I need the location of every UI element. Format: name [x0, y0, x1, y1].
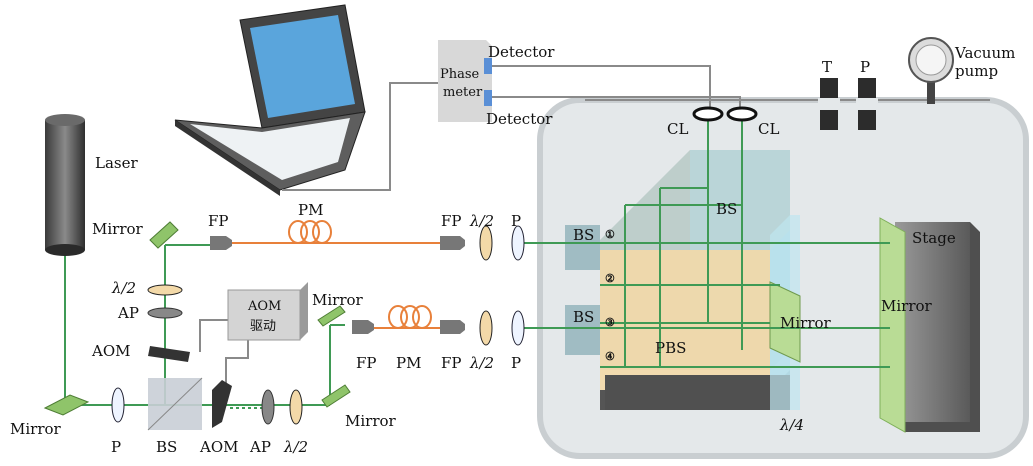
bs-bottom-label: BS — [156, 438, 177, 456]
mirror-top-left — [149, 221, 179, 249]
fiber-coupler-1 — [210, 236, 232, 250]
p-bottom-label: P — [511, 354, 521, 372]
ap-bottom-label: AP — [249, 438, 271, 456]
fp-4-label: FP — [441, 354, 462, 372]
mirror-mid-label: Mirror — [312, 291, 364, 309]
chamber-mirror — [769, 281, 801, 363]
aom-box-label-1: AOM — [247, 299, 281, 314]
quarter-wave-label: λ/4 — [779, 416, 804, 434]
p-chamber-label: P — [860, 58, 870, 76]
detector-top-label: Detector — [488, 43, 555, 61]
cl-left-label: CL — [667, 120, 688, 138]
mirror-mid — [317, 305, 346, 327]
mirror-chamber-label: Mirror — [780, 314, 832, 332]
laser-source — [45, 114, 85, 256]
mirror-stage-label: Mirror — [881, 297, 933, 315]
port-4-label: ④ — [605, 350, 615, 363]
laptop — [174, 4, 366, 196]
half-wave-plate-left — [147, 284, 183, 296]
polarizer-bottom — [511, 310, 525, 346]
fiber-coil-top — [288, 220, 332, 244]
aom-bottom-crystal — [212, 380, 232, 428]
pm-top-label: PM — [298, 201, 323, 219]
phase-meter-label-1: Phase — [440, 67, 480, 82]
bs-upper-label: BS — [716, 200, 737, 218]
bs-port1-label: BS — [573, 226, 594, 244]
port-1-label: ① — [605, 228, 615, 241]
pressure-gauge — [856, 78, 878, 130]
p-top-label: P — [511, 212, 521, 230]
aom-bottom-label: AOM — [199, 438, 239, 456]
phase-meter — [438, 40, 492, 122]
p-left-label: P — [111, 438, 121, 456]
phase-meter-label-2: meter — [443, 85, 483, 100]
half-wave-plate-bottom2 — [289, 389, 303, 425]
vacuum-pump — [908, 37, 954, 104]
cl-right-label: CL — [758, 120, 779, 138]
pm-bottom-label: PM — [396, 354, 421, 372]
aom-left-crystal — [148, 346, 190, 362]
cl-lens-right — [726, 106, 758, 122]
mirror-bottom-left-label: Mirror — [10, 420, 62, 438]
fiber-coupler-2 — [440, 236, 465, 250]
fiber-coupler-4 — [440, 320, 465, 334]
bs-port3-label: BS — [573, 308, 594, 326]
polarizer-left — [111, 387, 125, 423]
aom-box-label-2: 驱动 — [250, 319, 276, 334]
half-wave-plate-top — [479, 225, 493, 261]
half-wave-left-label: λ/2 — [111, 279, 136, 297]
cl-lens-left — [692, 106, 724, 122]
half-wave-bottom-label: λ/2 — [469, 354, 494, 372]
ap-left-label: AP — [117, 304, 139, 322]
translation-stage — [879, 217, 980, 433]
beam-splitter-bottom — [147, 377, 203, 431]
half-wave-plate-bottom — [479, 310, 493, 346]
port-2-label: ② — [605, 272, 615, 285]
fiber-coupler-3 — [352, 320, 374, 334]
half-wave-top-label: λ/2 — [469, 212, 494, 230]
mirror-bottom-left — [43, 394, 90, 416]
fp-1-label: FP — [208, 212, 229, 230]
fiber-coil-bottom — [388, 305, 432, 329]
laser-label: Laser — [95, 154, 138, 172]
half-wave-bottom2-label: λ/2 — [283, 438, 308, 456]
vacuum-label-1: Vacuum — [954, 44, 1015, 62]
mirror-top-left-label: Mirror — [92, 220, 144, 238]
vacuum-label-2: pump — [955, 62, 998, 80]
fp-2-label: FP — [441, 212, 462, 230]
mirror-bottom-right — [321, 384, 351, 408]
aperture-bottom — [261, 389, 275, 425]
laser-beams — [64, 118, 890, 406]
aom-left-label: AOM — [91, 342, 131, 360]
stage-label: Stage — [912, 229, 956, 247]
pbs-label: PBS — [655, 339, 686, 357]
signal-wires — [199, 65, 990, 385]
port-3-label: ③ — [605, 316, 615, 329]
temperature-gauge — [818, 78, 840, 130]
polarizer-top — [511, 225, 525, 261]
detector-bottom-label: Detector — [486, 110, 553, 128]
t-label: T — [822, 58, 832, 76]
aperture-left — [147, 307, 183, 319]
mirror-bottom-right-label: Mirror — [345, 412, 397, 430]
aom-driver — [227, 282, 308, 341]
fp-3-label: FP — [356, 354, 377, 372]
